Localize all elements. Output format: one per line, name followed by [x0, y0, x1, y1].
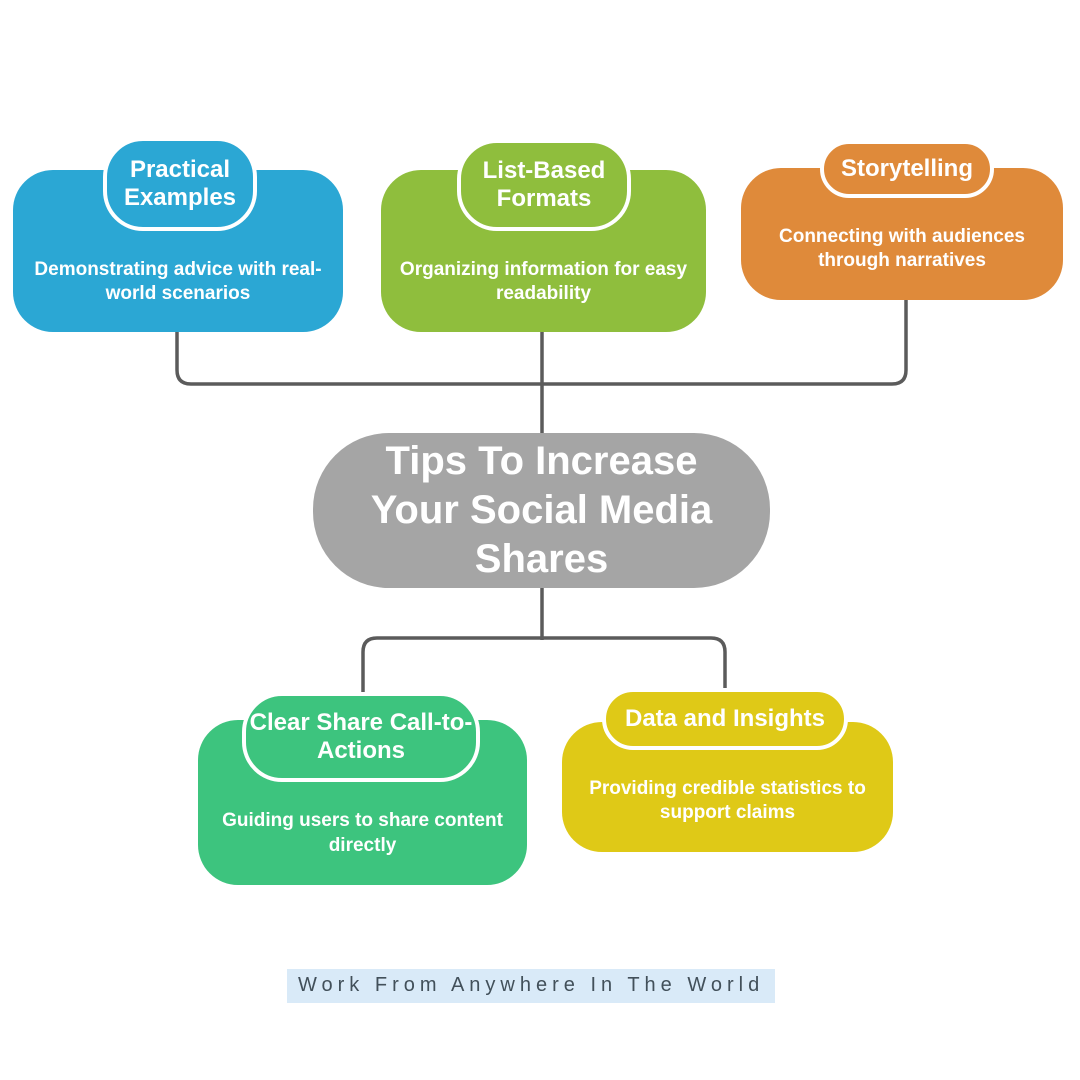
- node-list-based-formats-title-pill: List-Based Formats: [457, 139, 631, 231]
- node-title: Data and Insights: [624, 704, 826, 732]
- footer-tagline: Work From Anywhere In The World: [287, 969, 776, 1003]
- node-title: Clear Share Call-to-Actions: [249, 708, 473, 764]
- node-clear-share-cta-title-pill: Clear Share Call-to-Actions: [242, 692, 480, 782]
- bottom-bracket-connector: [361, 636, 727, 694]
- node-description: Providing credible statistics to support…: [589, 777, 866, 823]
- node-description: Demonstrating advice with real-world sce…: [34, 258, 322, 304]
- node-title: Storytelling: [840, 154, 973, 182]
- node-description: Guiding users to share content directly: [222, 810, 503, 856]
- node-description: Organizing information for easy readabil…: [399, 258, 688, 304]
- central-topic-title: Tips To Increase Your Social Media Share…: [370, 439, 713, 581]
- node-data-and-insights-title-pill: Data and Insights: [602, 688, 848, 750]
- node-title: List-Based Formats: [482, 156, 606, 212]
- node-practical-examples-title-pill: Practical Examples: [103, 137, 257, 231]
- node-storytelling-title-pill: Storytelling: [820, 140, 994, 198]
- node-description: Connecting with audiences through narrat…: [779, 225, 1025, 271]
- central-topic-node: Tips To Increase Your Social Media Share…: [313, 433, 770, 588]
- node-title: Practical Examples: [123, 155, 237, 211]
